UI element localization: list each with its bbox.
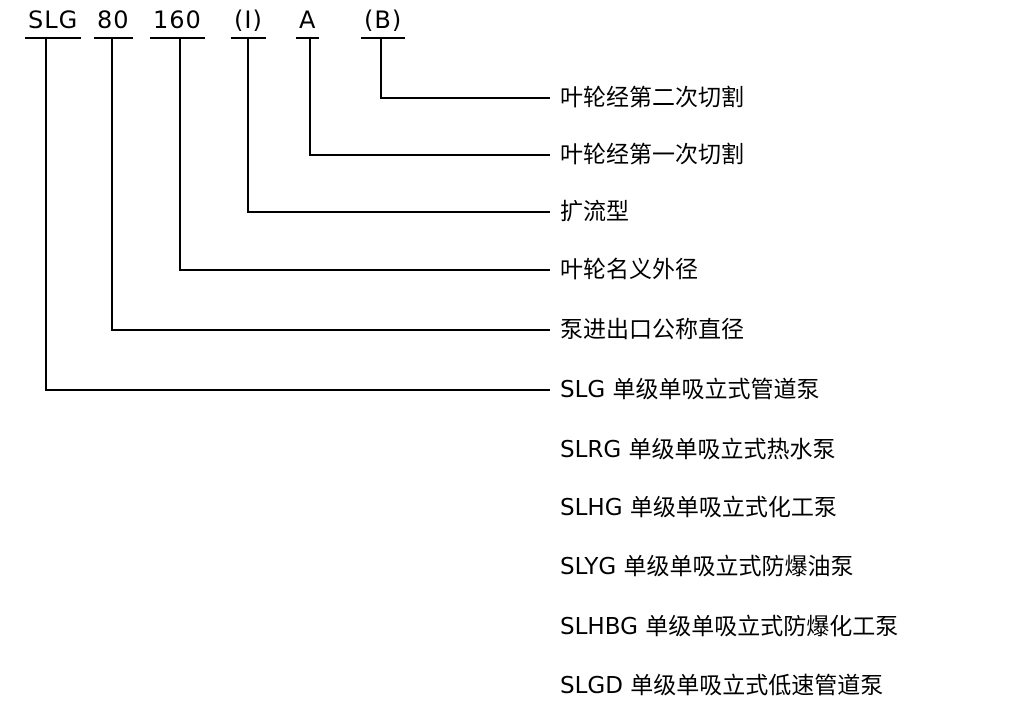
callout-label-first-cut: 叶轮经第一次切割 <box>560 142 744 168</box>
model-code-part-slg: SLG <box>25 6 82 39</box>
callout-label-second-cut: 叶轮经第二次切割 <box>560 85 744 111</box>
model-code-part-b: (B) <box>361 6 406 39</box>
connector-line-i <box>247 38 550 213</box>
connector-line-160 <box>179 38 550 271</box>
other-model-slrg: SLRG 单级单吸立式热水泵 <box>560 437 836 463</box>
other-model-slhbg: SLHBG 单级单吸立式防爆化工泵 <box>560 614 899 640</box>
model-code-part-a: A <box>296 6 320 39</box>
other-model-slgd: SLGD 单级单吸立式低速管道泵 <box>560 673 884 699</box>
callout-label-slg-pump-type: SLG 单级单吸立式管道泵 <box>560 377 820 403</box>
model-code-part-80: 80 <box>94 6 133 39</box>
model-code-part-i: (I) <box>231 6 266 39</box>
connector-line-b <box>380 38 550 99</box>
other-model-slhg: SLHG 单级单吸立式化工泵 <box>560 495 837 521</box>
connector-line-a <box>309 38 550 156</box>
callout-label-diffusion-type: 扩流型 <box>560 199 629 225</box>
callout-label-impeller-diameter: 叶轮名义外径 <box>560 257 698 283</box>
model-code-part-160: 160 <box>150 6 205 39</box>
callout-label-port-diameter: 泵进出口公称直径 <box>560 317 744 343</box>
other-model-slyg: SLYG 单级单吸立式防爆油泵 <box>560 554 854 580</box>
connector-line-slg <box>45 38 550 391</box>
connector-line-80 <box>111 38 550 331</box>
